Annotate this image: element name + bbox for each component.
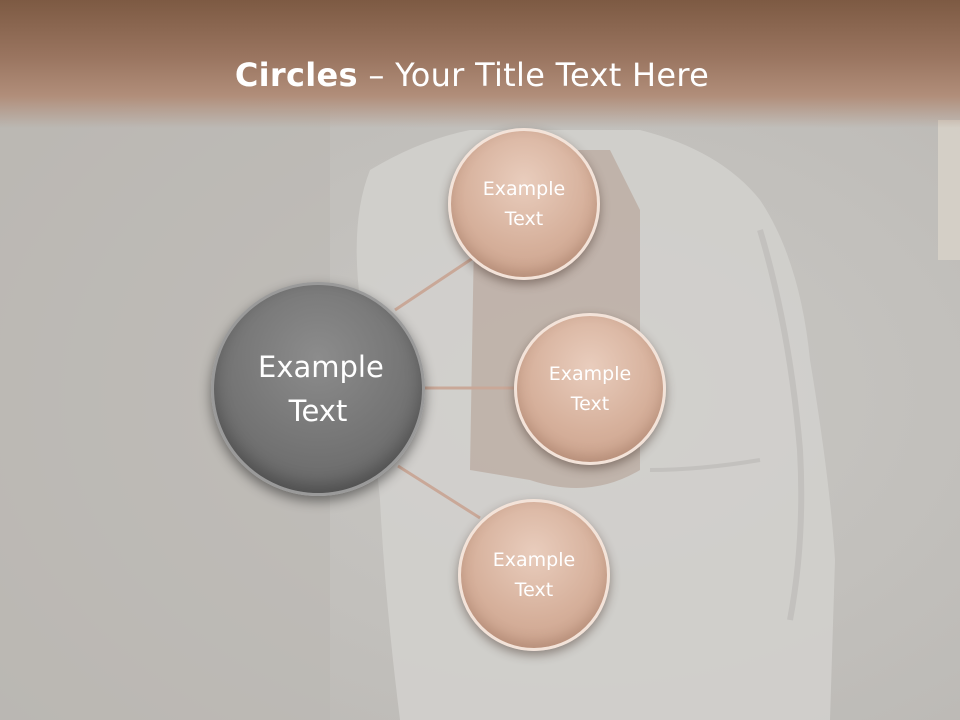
node-circle-label: Example Text	[482, 178, 566, 230]
node-circle-bottom[interactable]: Example Text	[458, 499, 610, 651]
node-circle-label: Example Text	[548, 363, 632, 415]
node-circle-top[interactable]: Example Text	[448, 128, 600, 280]
title-regular-part: – Your Title Text Here	[357, 56, 710, 94]
node-circle-middle[interactable]: Example Text	[514, 313, 666, 465]
title-bold-part: Circles	[234, 56, 358, 94]
center-circle[interactable]: Example Text	[211, 282, 425, 496]
title-bar	[0, 0, 960, 128]
slide-title[interactable]: Circles – Your Title Text Here	[0, 56, 944, 94]
connector-bottom	[397, 464, 481, 520]
node-circle-label: Example Text	[492, 549, 576, 601]
center-circle-label: Example Text	[258, 350, 384, 428]
connector-top	[394, 256, 474, 312]
